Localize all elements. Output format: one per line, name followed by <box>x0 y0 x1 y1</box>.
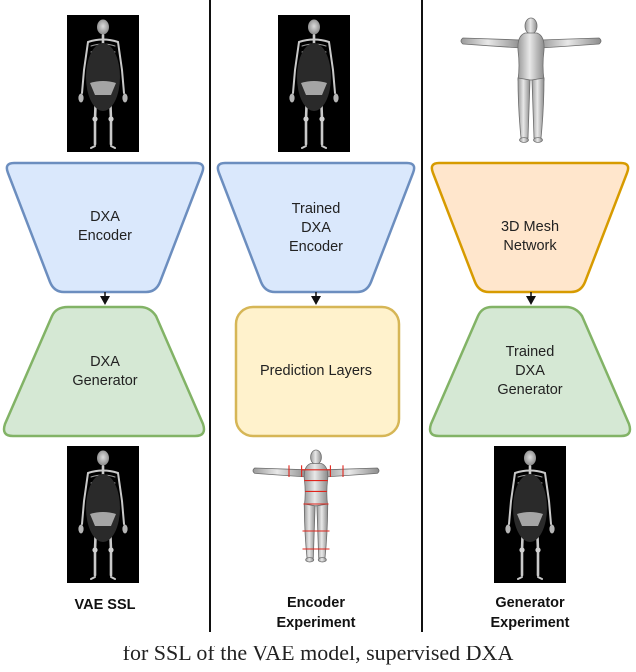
3d-mesh-network-label: 3D Mesh Network <box>455 218 605 256</box>
column-divider-right <box>421 0 423 632</box>
block-label-line: 3D Mesh <box>500 219 560 235</box>
trained-dxa-encoder-label: Trained DXA Encoder <box>241 200 391 257</box>
figure-caption: for SSL of the VAE model, supervised DXA <box>0 646 636 672</box>
block-label-line: DXA <box>90 354 120 370</box>
block-label-line: Trained <box>291 201 341 217</box>
3d-mesh-network-block <box>430 161 630 294</box>
prediction-layers-block <box>234 305 401 438</box>
block-label-line: Generator <box>72 373 138 389</box>
block-label-line: Encoder <box>288 239 343 255</box>
block-label-line: DXA <box>301 220 331 236</box>
dxa-scan-image-input <box>67 15 139 152</box>
connector-arrow-col1 <box>100 292 110 305</box>
connector-arrow-col3 <box>526 292 536 305</box>
dxa-scan-image-input <box>278 15 350 152</box>
dxa-generator-block <box>2 305 206 438</box>
dxa-generator-label: DXA Generator <box>30 353 180 391</box>
3d-body-mesh-image-input <box>460 17 602 143</box>
caption-text: for SSL of the VAE model, supervised DXA <box>122 646 514 665</box>
block-label-line: Trained <box>505 344 555 360</box>
trained-dxa-generator-label: Trained DXA Generator <box>455 343 605 400</box>
trained-dxa-generator-block <box>428 305 632 438</box>
block-label-line: Network <box>503 238 557 254</box>
prediction-layers-label: Prediction Layers <box>241 362 391 381</box>
diagram-canvas <box>2 15 632 583</box>
block-label-line: DXA <box>90 209 120 225</box>
block-label-line: Prediction Layers <box>259 363 373 379</box>
dxa-scan-image-output <box>494 446 566 583</box>
3d-body-mesh-image-output <box>252 449 380 563</box>
connector-arrow-col2 <box>311 292 321 305</box>
column-divider-left <box>209 0 211 632</box>
column-label-encoder-experiment: Encoder Experiment <box>241 593 391 633</box>
dxa-scan-image-output <box>67 446 139 583</box>
column-label-vae-ssl: VAE SSL <box>30 595 180 615</box>
column-label-line: Generator <box>495 595 565 611</box>
column-label-line: Experiment <box>276 615 356 631</box>
dxa-encoder-block <box>5 161 205 294</box>
block-label-line: Generator <box>497 382 563 398</box>
trained-dxa-encoder-block <box>216 161 416 294</box>
dxa-encoder-label: DXA Encoder <box>30 208 180 246</box>
column-label-line: Experiment <box>490 615 570 631</box>
column-label-generator-experiment: Generator Experiment <box>455 593 605 633</box>
column-label-line: Encoder <box>286 595 345 611</box>
block-label-line: Encoder <box>77 228 132 244</box>
column-label-line: VAE SSL <box>74 597 136 613</box>
block-label-line: DXA <box>515 363 545 379</box>
